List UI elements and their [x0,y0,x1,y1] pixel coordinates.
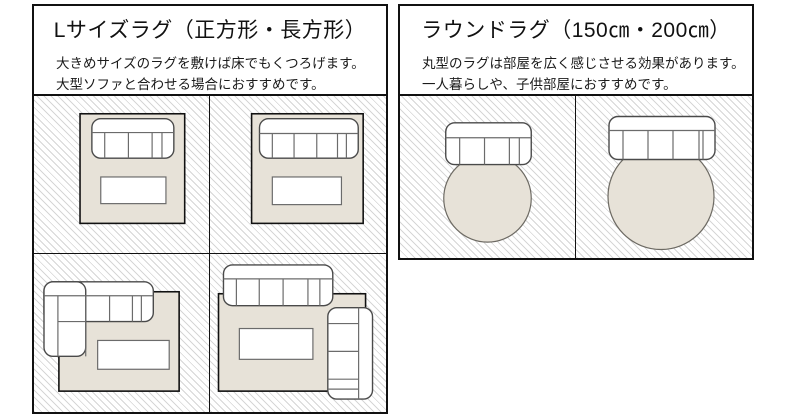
illustration-round-rug-200 [607,115,716,251]
layout-grid-round-rug [398,96,754,260]
diagram-cell-round-rug-150 [400,96,576,258]
diagram-cell-rect-rug-with-corner-sofa [34,254,210,412]
illustration-round-rug-150 [443,122,532,243]
sofa-l-shaped-corner [43,281,154,358]
panel-title-l-size-rug: Lサイズラグ（正方形・長方形） [53,19,367,42]
illustration-rect-rug-corner-sofa [43,281,180,392]
panel-description-l-size-rug: 大きめサイズのラグを敷けば床でもくつろげます。 大型ソファと合わせる場合におすす… [34,54,386,96]
description-line-2: 大型ソファと合わせる場合におすすめです。 [56,76,325,92]
description-line-1: 丸型のラグは部屋を広く感じさせる効果があります。 [422,56,745,71]
diagram-cell-square-rug-with-3seat-sofa [34,96,210,254]
illustration-rect-rug-two-sofas [217,264,374,400]
diagram-cell-round-rug-200 [576,96,752,258]
sofa-3-seat-straight [445,122,532,166]
rug-shape-circle-small [443,154,532,243]
diagram-cell-rect-rug-with-two-sofas [210,254,386,412]
panel-l-size-rug: Lサイズラグ（正方形・長方形） 大きめサイズのラグを敷けば床でもくつろげます。 … [32,4,388,414]
panel-description-round-rug: 丸型のラグは部屋を広く感じさせる効果があります。 一人暮らしや、子供部屋におすす… [400,54,752,96]
illustration-square-rug-4seat [250,112,364,225]
panel-title-round-rug: ラウンドラグ（150㎝・200㎝） [421,19,731,42]
sofa-4-seat-straight [608,115,716,161]
illustration-square-rug-3seat [79,112,186,225]
coffee-table [97,339,170,370]
panel-header-l-size-rug: Lサイズラグ（正方形・長方形） 大きめサイズのラグを敷けば床でもくつろげます。 … [32,4,388,96]
panel-round-rug: ラウンドラグ（150㎝・200㎝） 丸型のラグは部屋を広く感じさせる効果がありま… [398,4,754,260]
description-line-1: 大きめサイズのラグを敷けば床でもくつろげます。 [56,56,365,71]
coffee-table [271,176,343,206]
diagram-cell-square-rug-with-4seat-sofa [210,96,386,254]
description-line-2: 一人暮らしや、子供部屋におすすめです。 [422,76,677,92]
panel-header-round-rug: ラウンドラグ（150㎝・200㎝） 丸型のラグは部屋を広く感じさせる効果がありま… [398,4,754,96]
coffee-table [238,327,314,360]
sofa-right-vertical [327,306,374,400]
sofa-top-horizontal [222,264,334,307]
sofa-4-seat-straight [258,118,359,159]
sofa-3-seat-straight [91,118,175,159]
layout-grid-l-size-rug [32,96,388,414]
coffee-table [100,176,167,205]
